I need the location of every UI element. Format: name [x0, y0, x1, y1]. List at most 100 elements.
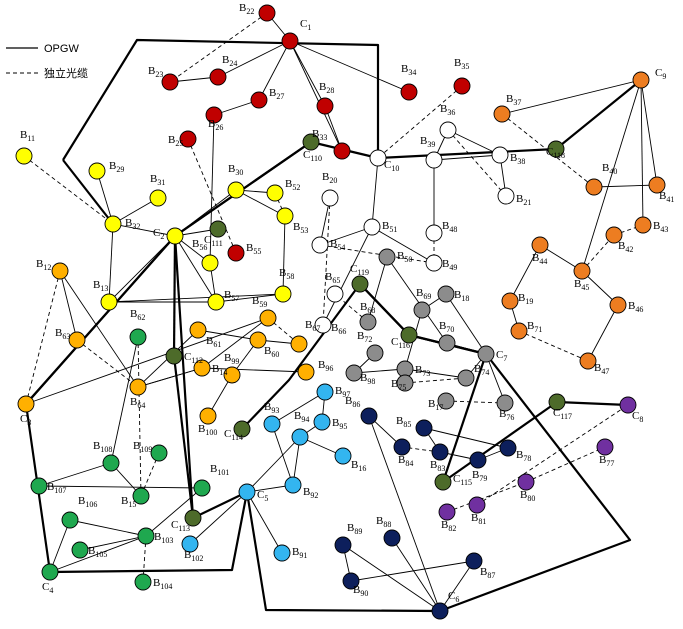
node-label-b107: B107	[47, 481, 66, 495]
node-label-b63: B63	[55, 327, 70, 341]
node-label-b31: B31	[150, 173, 165, 187]
link-c9-b41	[640, 79, 658, 186]
node-label-b84: B84	[398, 454, 413, 468]
link-b89-c6	[342, 544, 441, 612]
link-c5-b91	[246, 491, 283, 554]
node-b56	[201, 254, 219, 272]
opgw-link-c117-c8	[556, 400, 629, 407]
link-b53-b58	[282, 215, 286, 295]
opgw-route-1	[62, 159, 114, 225]
opgw-route-0	[62, 38, 642, 161]
link-b30-b53	[235, 189, 286, 217]
link-b73-b74	[404, 368, 467, 379]
node-label-b33: B33	[312, 128, 327, 142]
dashed-link-b71-b47	[518, 330, 589, 362]
node-b26	[205, 106, 223, 124]
dashed-link-b54-b49	[319, 244, 435, 264]
node-label-b71: B71	[527, 320, 542, 334]
link-b32-b13	[108, 223, 114, 303]
node-b78	[499, 439, 517, 457]
dashed-link-b62-b15	[137, 336, 142, 497]
node-b51	[363, 218, 381, 236]
node-b46	[609, 296, 627, 314]
node-label-b38: B38	[510, 152, 525, 166]
node-label-b20: B20	[322, 171, 337, 185]
node-c1	[281, 32, 299, 50]
node-label-c114: C114	[224, 428, 243, 442]
node-label-b52: B52	[285, 178, 300, 192]
node-b44	[531, 236, 549, 254]
node-b99	[223, 366, 241, 384]
node-b108	[102, 454, 120, 472]
node-label-b66: B66	[331, 322, 346, 336]
node-b88	[383, 529, 401, 547]
node-label-b76: B76	[499, 408, 514, 422]
node-b28	[316, 97, 334, 115]
node-b89	[334, 536, 352, 554]
node-b33	[333, 142, 351, 160]
node-label-c119: C119	[350, 263, 369, 277]
node-label-b22: B22	[239, 2, 254, 16]
legend-opgw-label: OPGW	[44, 43, 79, 55]
link-b107-b101	[38, 485, 203, 489]
link-c9-b43	[640, 79, 644, 226]
node-b77	[596, 438, 614, 456]
node-b40	[585, 178, 603, 196]
node-label-c1: C1	[300, 18, 311, 32]
node-b106	[61, 511, 79, 529]
node-b62	[129, 328, 147, 346]
node-label-b68: B68	[360, 301, 375, 315]
link-b51-b49	[371, 226, 435, 264]
link-b26-b56	[209, 114, 215, 264]
node-label-c4: C4	[42, 581, 53, 595]
node-label-c2: C2	[153, 227, 164, 241]
link-c4-b103	[49, 535, 147, 573]
node-b60	[249, 331, 267, 349]
dashed-link-b17-b76	[445, 400, 506, 404]
node-b101	[193, 479, 211, 497]
node-label-c113: C113	[171, 519, 190, 533]
link-b50-b70	[386, 256, 448, 344]
link-c1-b33	[289, 40, 343, 152]
node-b27	[250, 91, 268, 109]
link-b14-b64	[137, 367, 203, 388]
node-label-c7: C7	[496, 349, 507, 363]
node-label-b49: B49	[442, 258, 457, 272]
node-label-b69: B69	[416, 287, 431, 301]
link-b86-c6	[368, 415, 441, 612]
link-b14-b59	[201, 317, 269, 369]
node-label-b46: B46	[628, 300, 643, 314]
node-b103	[137, 527, 155, 545]
node-label-b35: B35	[454, 57, 469, 71]
node-b19	[501, 292, 519, 310]
node-label-b55: B55	[246, 242, 261, 256]
node-c3	[17, 395, 35, 413]
node-b87	[465, 552, 483, 570]
node-c10	[369, 149, 387, 167]
node-label-b104: B104	[153, 577, 172, 591]
node-label-b62: B62	[130, 308, 145, 322]
dashed-link-b42-b43	[613, 224, 644, 236]
node-label-b109: B109	[133, 440, 152, 454]
node-b55	[227, 244, 245, 262]
opgw-link-c2-c3	[25, 235, 176, 405]
node-b13	[100, 293, 118, 311]
node-label-b101: B101	[210, 463, 229, 477]
link-b108-b107	[38, 462, 112, 487]
node-b94	[291, 428, 309, 446]
node-label-b11: B11	[20, 129, 35, 143]
node-label-b53: B53	[293, 221, 308, 235]
node-label-b67: B67	[305, 319, 320, 333]
node-c118	[547, 140, 565, 158]
link-b76-c7	[485, 353, 506, 404]
node-c116	[400, 326, 418, 344]
link-b32-c2	[112, 223, 176, 237]
node-b42	[605, 226, 623, 244]
link-b105-b103	[79, 535, 147, 551]
link-c4-b106	[49, 519, 71, 573]
node-c111	[209, 220, 227, 238]
node-b72	[366, 344, 384, 362]
link-b96-b14	[201, 367, 307, 373]
node-label-b58: B58	[279, 267, 294, 281]
node-label-c5: C5	[257, 489, 268, 503]
